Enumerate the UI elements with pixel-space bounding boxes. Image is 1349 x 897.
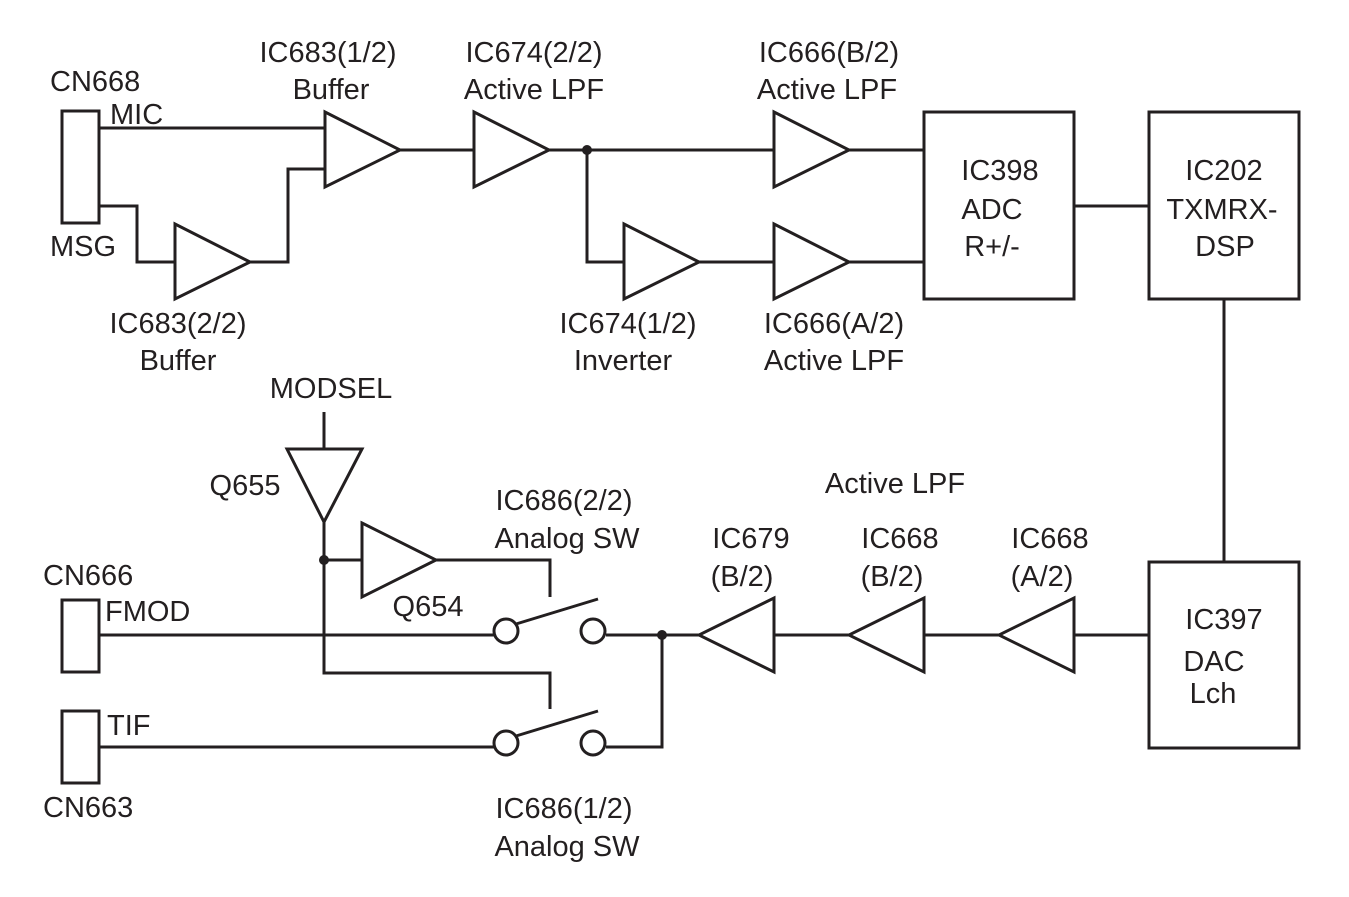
junction-dot-q655 (319, 555, 329, 565)
ic679-b-ref: IC679 (712, 523, 789, 555)
connector-cn666 (60, 598, 101, 674)
block-ic202 (1147, 110, 1301, 301)
block-ic397 (1147, 560, 1301, 750)
ic202-line3: DSP (1195, 231, 1255, 263)
switch-ic686-1-blade (515, 709, 599, 738)
amp-ic666-b (772, 109, 853, 190)
ic666-a-func: Active LPF (764, 345, 904, 377)
ic666-a-ref: IC666(A/2) (764, 308, 904, 340)
ic666-b-func: Active LPF (757, 74, 897, 106)
ic398-line1: IC398 (961, 155, 1038, 187)
amp-ic683-1 (323, 109, 404, 190)
switch-ic686-2-contact-out (579, 617, 607, 645)
amp-ic666-a (772, 221, 853, 302)
ic202-line2: TXMRX- (1166, 194, 1277, 226)
wire-q654-switch (436, 558, 552, 597)
block-ic398 (922, 110, 1076, 301)
ic397-line3: Lch (1190, 678, 1237, 710)
cn666-label: CN666 (43, 560, 133, 592)
switch-ic686-2-contact-in (492, 617, 520, 645)
connector-cn663 (60, 709, 101, 785)
ic674-2-func: Active LPF (464, 74, 604, 106)
cn663-tif-label: TIF (107, 710, 151, 742)
q655-label: Q655 (210, 470, 281, 502)
ic666-b-ref: IC666(B/2) (759, 37, 899, 69)
wire-q655-out (322, 522, 552, 709)
amp-ic674-2 (472, 109, 553, 190)
ic674-2-ref: IC674(2/2) (465, 37, 602, 69)
ic668-b-ref: IC668 (861, 523, 938, 555)
ic686-1-func: Analog SW (494, 831, 640, 863)
cn663-label: CN663 (43, 792, 133, 824)
wire-msg-buffer (250, 167, 325, 264)
ic674-1-ref: IC674(1/2) (559, 308, 696, 340)
ic679-b-unit: (B/2) (711, 561, 774, 593)
switch-ic686-2 (492, 597, 607, 645)
switch-ic686-1 (492, 709, 607, 757)
ic668-a-ref: IC668 (1011, 523, 1088, 555)
amp-ic679-b (695, 595, 776, 675)
ic202-line1: IC202 (1185, 155, 1262, 187)
ic668-b-unit: (B/2) (861, 561, 924, 593)
ic686-1-ref: IC686(1/2) (495, 793, 632, 825)
ic398-line3: R+/- (964, 231, 1020, 263)
amp-q655 (284, 447, 365, 526)
junction-dot-switch-out (657, 630, 667, 640)
amp-q654 (360, 520, 440, 600)
ic686-2-func: Analog SW (494, 523, 640, 555)
switch-ic686-1-contact-in (492, 729, 520, 757)
amp-ic668-b (845, 595, 926, 675)
wires (99, 126, 1226, 749)
ic674-1-func: Inverter (574, 345, 673, 377)
amp-ic683-2 (173, 221, 254, 302)
wire-branch-inverter (585, 150, 624, 264)
modsel-label: MODSEL (270, 373, 392, 405)
cn668-msg-label: MSG (50, 231, 116, 263)
cn668-mic-label: MIC (110, 99, 163, 131)
ic683-1-ref: IC683(1/2) (259, 37, 396, 69)
q654-label: Q654 (393, 591, 464, 623)
wire-msg (99, 204, 175, 264)
junction-dot-lpf-branch (582, 145, 592, 155)
cn666-fmod-label: FMOD (105, 596, 190, 628)
ic397-line2: DAC (1183, 646, 1244, 678)
ic398-line2: ADC (961, 194, 1022, 226)
cn668-label: CN668 (50, 66, 140, 98)
ic668-a-unit: (A/2) (1011, 561, 1074, 593)
amp-ic674-1 (622, 221, 703, 302)
amp-ic668-a (995, 595, 1076, 675)
ic686-2-ref: IC686(2/2) (495, 485, 632, 517)
ic397-line1: IC397 (1185, 604, 1262, 636)
active-lpf-group-label: Active LPF (825, 468, 965, 500)
ic683-2-func: Buffer (140, 345, 217, 377)
switch-ic686-2-blade (515, 597, 599, 626)
switch-ic686-1-contact-out (579, 729, 607, 757)
connector-cn668 (60, 109, 101, 225)
ic683-1-func: Buffer (293, 74, 370, 106)
ic683-2-ref: IC683(2/2) (109, 308, 246, 340)
wire-junction-tif-switch (606, 635, 664, 749)
